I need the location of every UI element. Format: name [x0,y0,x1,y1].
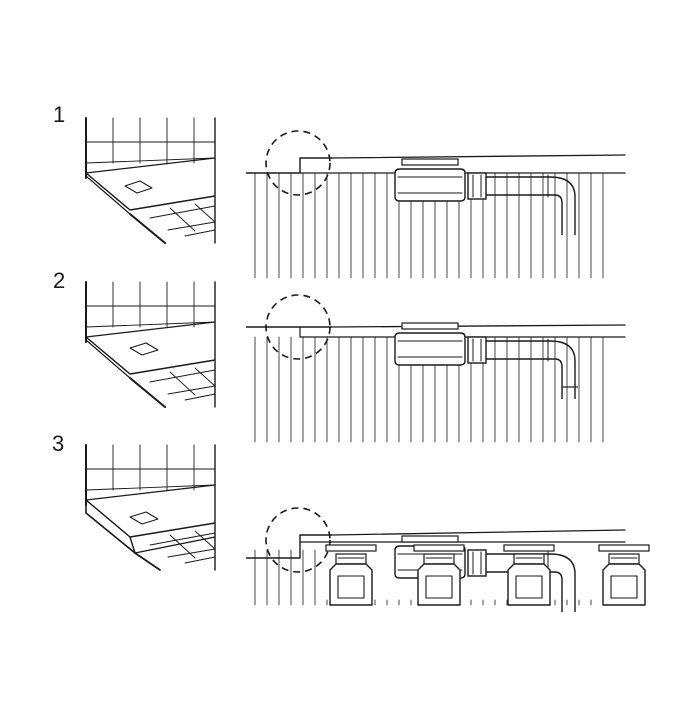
step-number-3: 3 [52,431,65,456]
raised-tray-edge [246,534,332,559]
step-number-1: 1 [53,102,66,127]
detail-callout-circle [265,130,331,196]
drain-cover [401,535,459,543]
wall-tiles [85,444,216,491]
floor-tiles [149,203,216,237]
pedestal-foot-4 [598,544,650,606]
raised-threshold-edge [246,157,332,174]
cross-section-2 [246,294,626,443]
drain-cover [401,322,459,330]
tray-perspective-3 [85,444,216,571]
floor-tiles [149,530,216,564]
tray-top-surface [331,324,626,328]
waste-pipe-bottom [486,571,563,612]
shower-tray [85,484,216,571]
drain-body [394,332,466,366]
tray-top-surface [331,154,626,159]
shower-tray [85,157,216,244]
drain-square [124,180,153,194]
floor-tiles [149,367,216,401]
floor-hatching [254,172,604,279]
tray-perspective-2 [85,281,216,408]
waste-pipe-top [486,340,576,399]
pipe-coupling [467,549,487,577]
drain-square [129,511,159,525]
tray-top-surface [331,529,626,536]
drain-square [129,342,159,356]
pedestal-foot-1 [325,544,377,606]
pipe-coupling [467,336,487,364]
step-number-2: 2 [53,268,66,293]
pedestal-foot-2 [413,544,465,606]
pedestal-foot-3 [503,544,555,606]
waste-pipe-bottom [486,358,563,399]
tray-perspective-1 [85,117,216,244]
cross-section-1 [246,130,626,279]
drain-assembly [394,322,578,399]
waste-pipe-bottom [486,194,563,235]
waste-pipe-top [486,553,576,612]
drain-body [394,168,466,202]
waste-pipe-top [486,176,576,235]
wall-tiles [85,281,216,328]
shower-tray [85,321,216,408]
detail-callout-circle [265,294,331,360]
pipe-coupling [467,172,487,200]
wall-tiles [85,117,216,164]
drain-assembly [394,158,576,235]
cross-section-3 [246,507,650,612]
drain-cover [401,158,459,166]
detail-callout-circle [265,507,331,573]
